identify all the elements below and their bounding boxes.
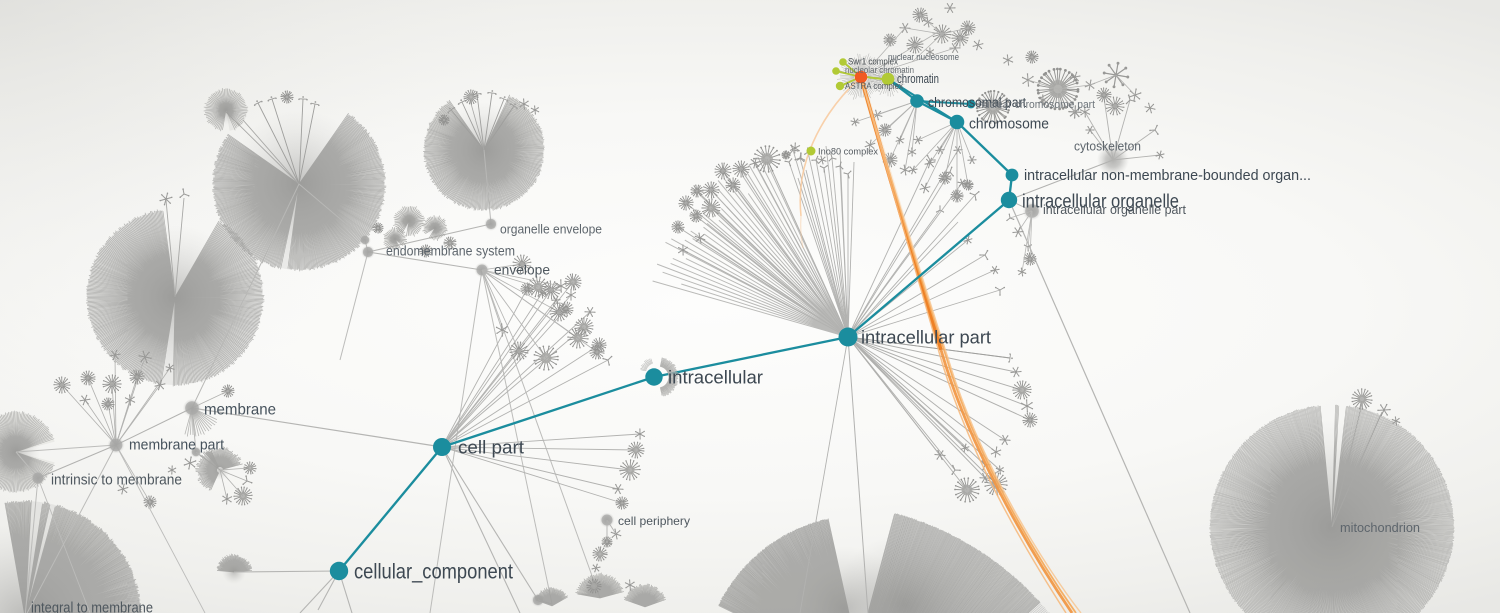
svg-text:nuclear nucleosome: nuclear nucleosome: [888, 52, 959, 63]
svg-text:envelope: envelope: [494, 263, 550, 278]
svg-text:intracellular part: intracellular part: [861, 327, 991, 348]
svg-text:cytoskeleton: cytoskeleton: [1074, 140, 1141, 154]
svg-text:cellular_component: cellular_component: [354, 561, 513, 584]
svg-text:membrane: membrane: [204, 402, 276, 419]
svg-text:intrinsic to membrane: intrinsic to membrane: [51, 473, 182, 489]
svg-text:membrane part: membrane part: [129, 437, 225, 454]
svg-text:chromatin: chromatin: [897, 72, 939, 86]
svg-text:ASTRA complex: ASTRA complex: [845, 81, 903, 91]
svg-text:organelle envelope: organelle envelope: [500, 223, 602, 237]
svg-text:cell periphery: cell periphery: [618, 514, 690, 528]
svg-text:Ino80 complex: Ino80 complex: [818, 147, 878, 158]
svg-text:nuclear chromosome part: nuclear chromosome part: [978, 99, 1095, 111]
svg-text:endomembrane system: endomembrane system: [386, 244, 515, 259]
svg-text:mitochondrion: mitochondrion: [1340, 520, 1420, 535]
svg-text:chromosomal part: chromosomal part: [928, 95, 1026, 110]
svg-text:cell part: cell part: [458, 437, 524, 458]
svg-text:integral to membrane: integral to membrane: [31, 601, 153, 613]
svg-text:nucleolar chromatin: nucleolar chromatin: [845, 65, 914, 75]
svg-text:intracellular non-membrane-bou: intracellular non-membrane-bounded organ…: [1024, 168, 1311, 184]
svg-text:intracellular organelle part: intracellular organelle part: [1043, 202, 1186, 217]
svg-text:intracellular: intracellular: [668, 368, 763, 388]
svg-text:chromosome: chromosome: [969, 116, 1049, 133]
svg-text:intracellular organelle: intracellular organelle: [1022, 191, 1179, 213]
svg-text:Swr1 complex: Swr1 complex: [848, 57, 898, 67]
